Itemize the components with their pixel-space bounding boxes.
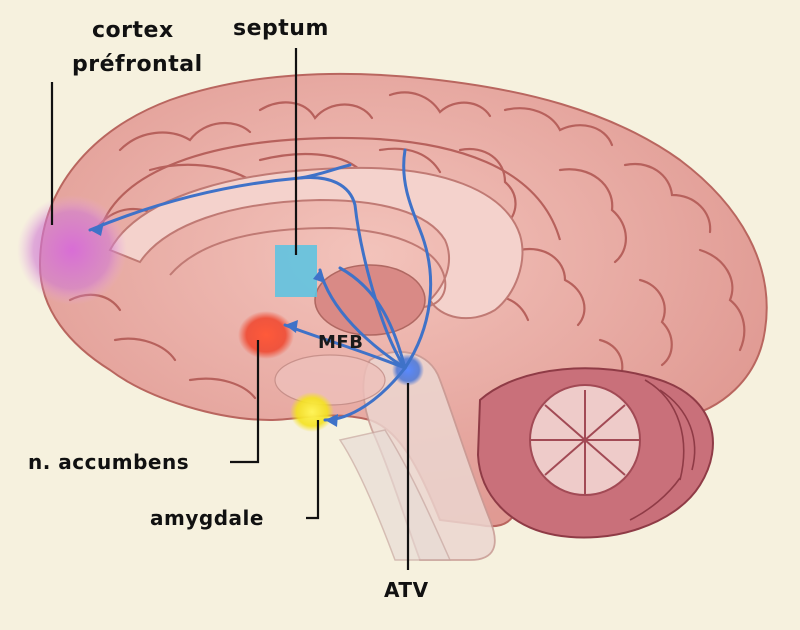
amygdala-region: [290, 392, 334, 432]
accumbens-region: [238, 311, 294, 359]
hypothalamus-area: [275, 355, 385, 405]
atv-region: [392, 354, 424, 386]
label-mfb: MFB: [318, 332, 363, 353]
cerebellum: [478, 368, 713, 537]
label-accumbens: n. accumbens: [28, 450, 189, 474]
label-cortex-line1: cortex: [92, 18, 174, 43]
label-cortex-line2: préfrontal: [72, 52, 203, 77]
label-atv: ATV: [384, 578, 429, 602]
prefrontal-cortex-region: [17, 195, 127, 305]
label-amygdale: amygdale: [150, 506, 264, 530]
label-septum: septum: [233, 16, 329, 41]
